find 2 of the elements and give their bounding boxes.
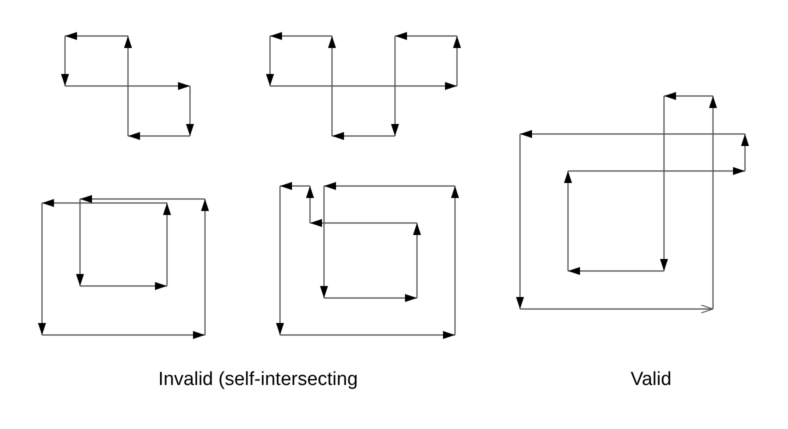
caption-text: Valid (630, 369, 672, 391)
caption-text: Invalid (self-intersecting (158, 369, 358, 391)
